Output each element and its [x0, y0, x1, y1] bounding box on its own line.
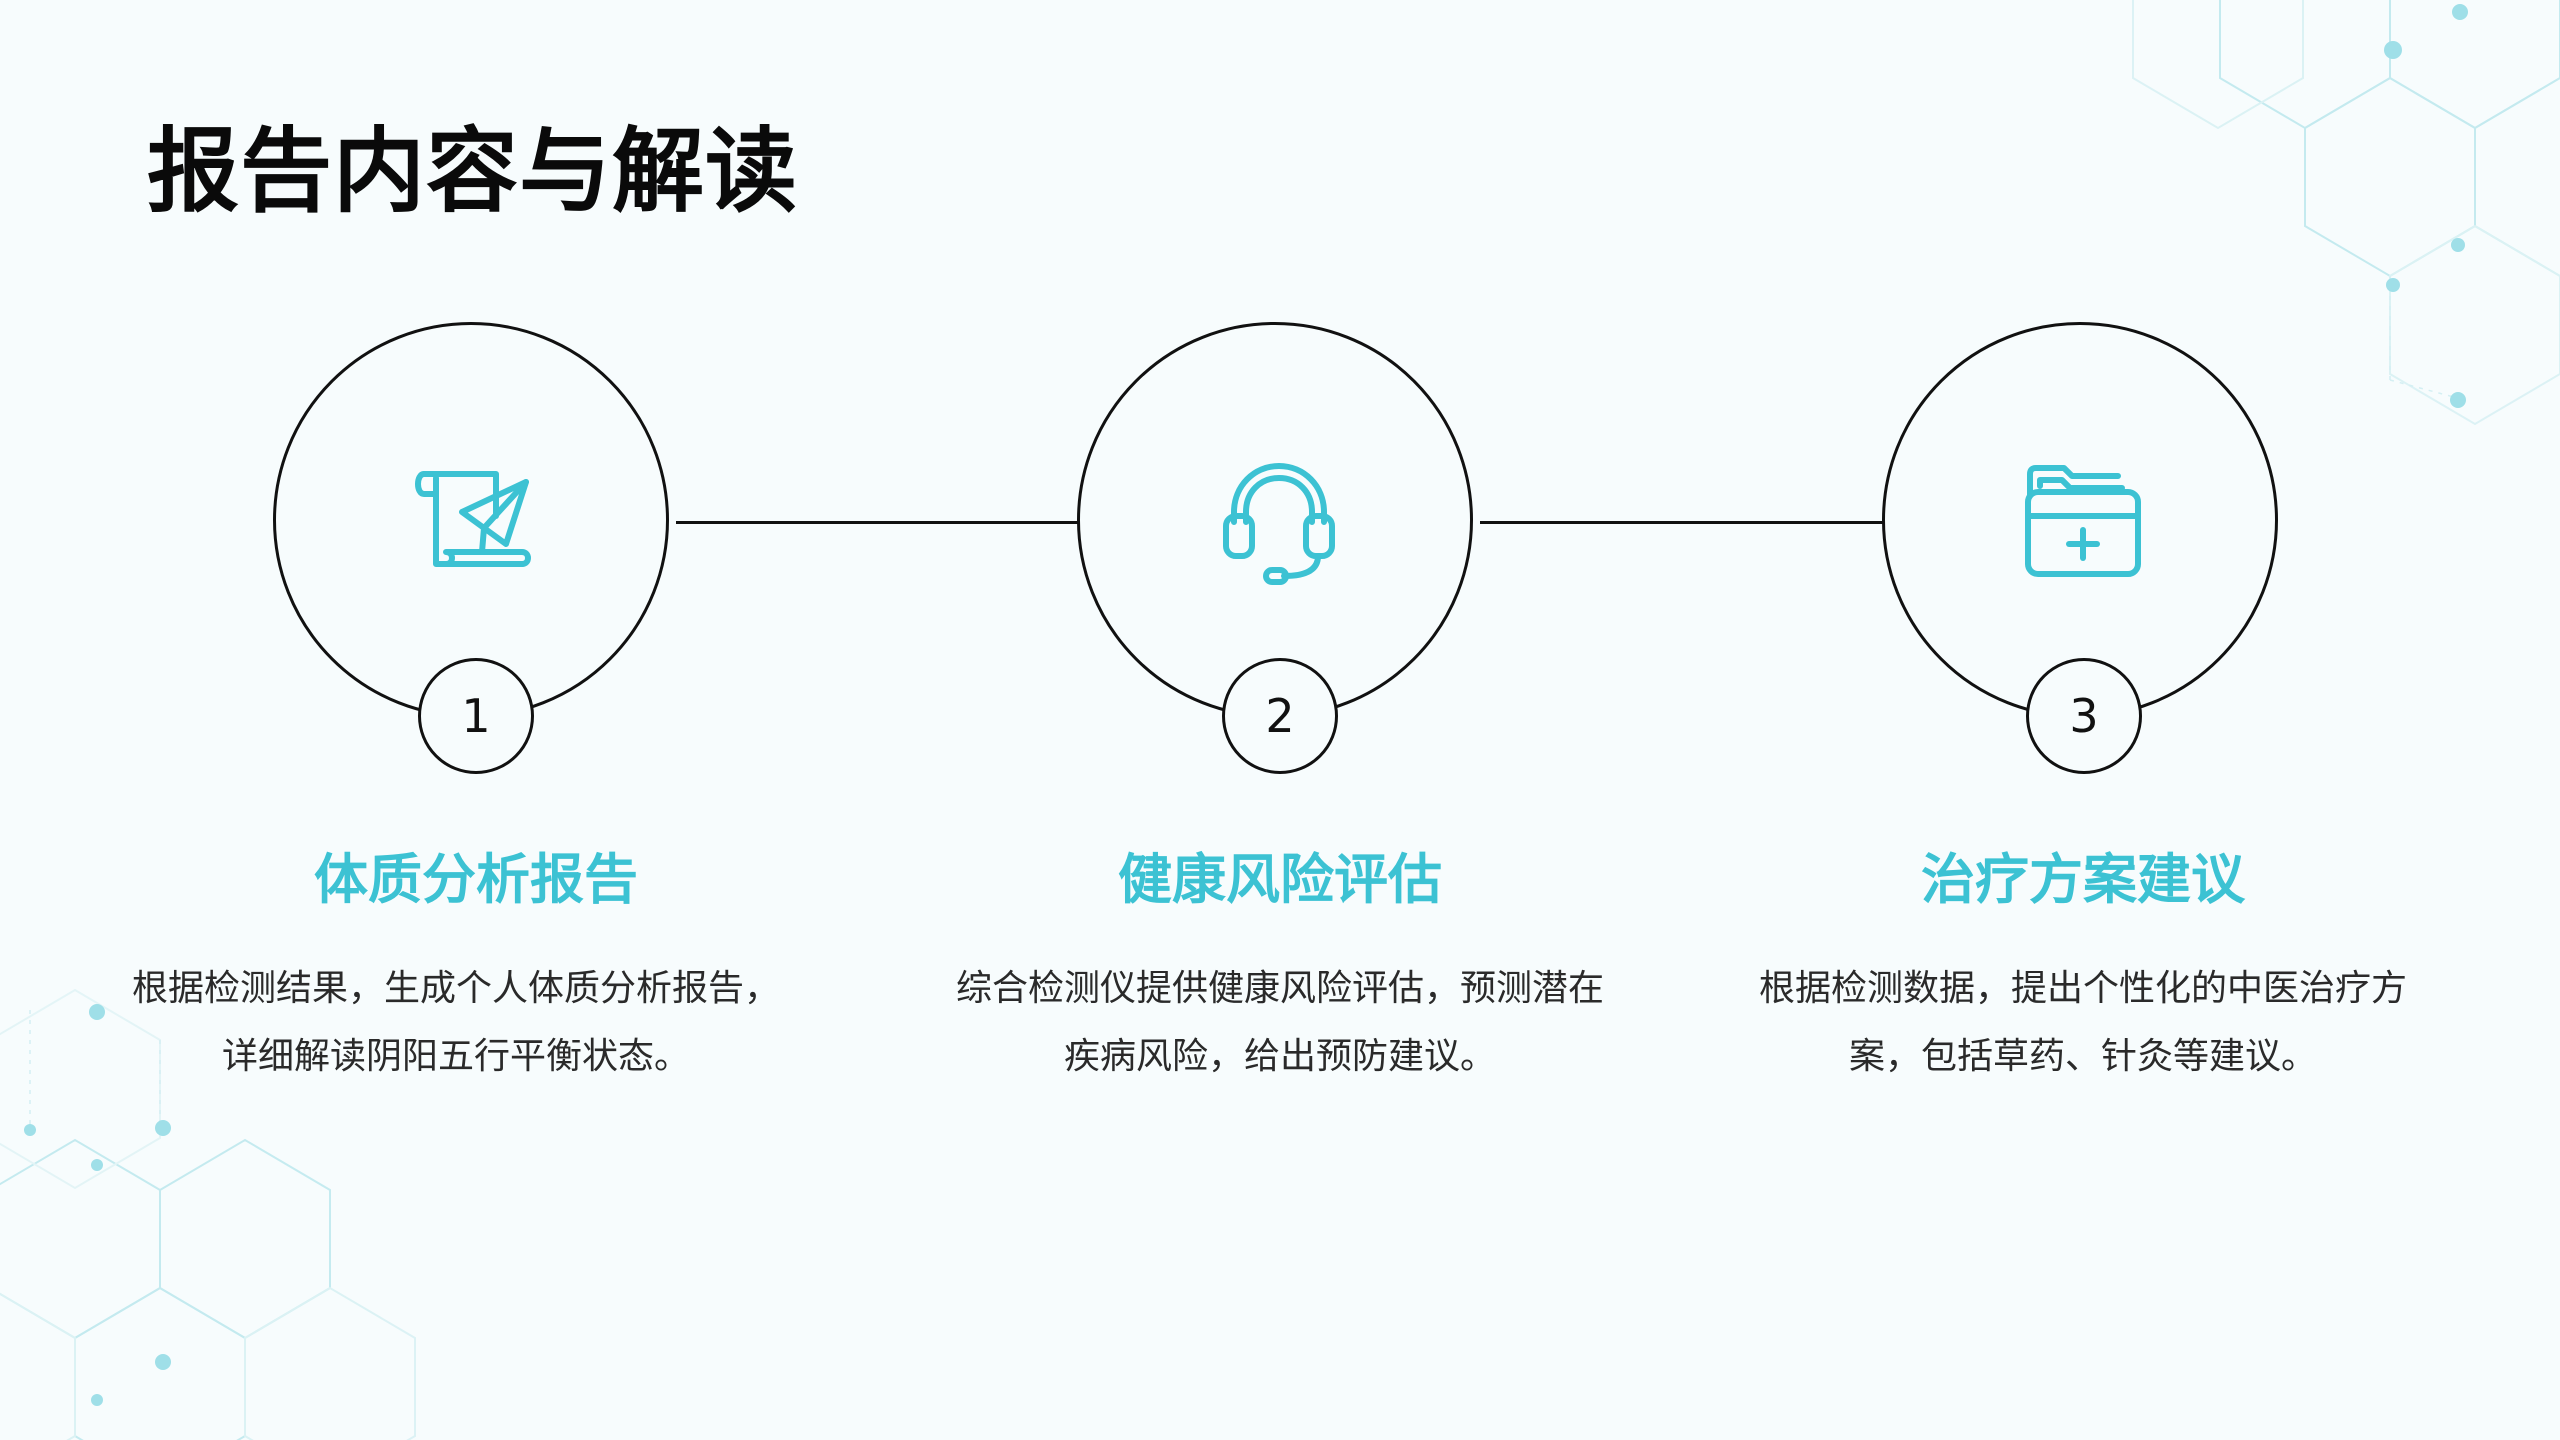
- step-2-number-badge: 2: [1222, 658, 1338, 774]
- step-3-number-badge: 3: [2026, 658, 2142, 774]
- step-3-title: 治疗方案建议: [1921, 848, 2245, 911]
- step-1-title: 体质分析报告: [314, 848, 638, 911]
- page-title: 报告内容与解读: [147, 118, 799, 225]
- step-3-description: 根据检测数据，提出个性化的中医治疗方案，包括草药、针灸等建议。: [1758, 968, 2407, 1077]
- connector-line-2-3: [1480, 521, 1884, 524]
- headset-icon: [1223, 463, 1335, 585]
- step-1-description: 根据检测结果，生成个人体质分析报告，详细解读阴阳五行平衡状态。: [131, 968, 780, 1077]
- step-2-description: 综合检测仪提供健康风险评估，预测潜在疾病风险，给出预防建议。: [955, 968, 1604, 1077]
- connector-line-1-2: [676, 521, 1079, 524]
- step-1-number-badge: 1: [418, 658, 534, 774]
- paper-plane-scroll-icon: [415, 471, 531, 567]
- medical-folder-icon: [2025, 465, 2141, 577]
- step-2-title: 健康风险评估: [1118, 848, 1442, 911]
